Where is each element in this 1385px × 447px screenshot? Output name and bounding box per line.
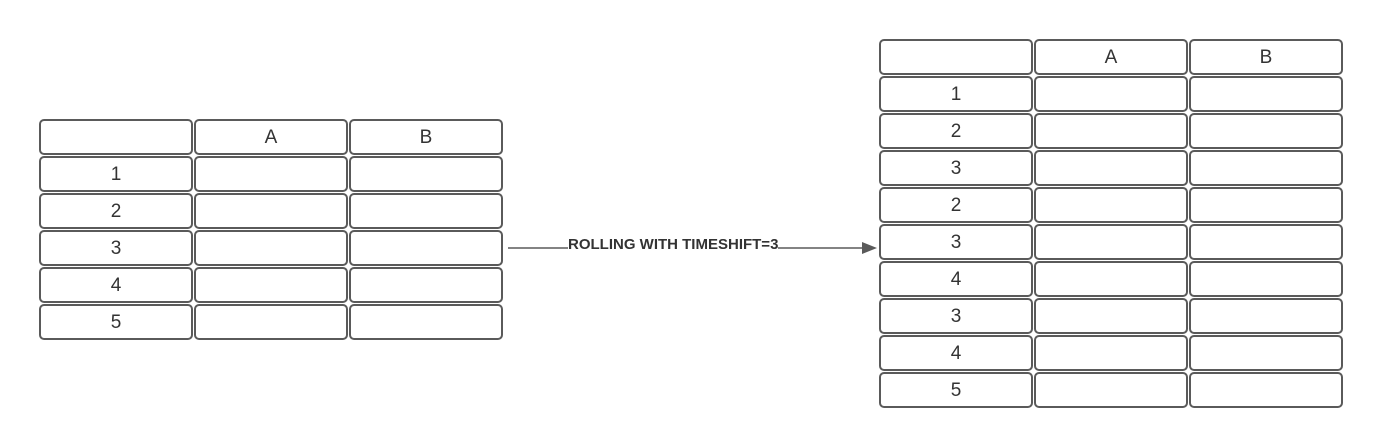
table-cell (1034, 150, 1188, 186)
row-index-cell: 3 (879, 150, 1033, 186)
row-index-cell: 4 (39, 267, 193, 303)
table-cell (349, 230, 503, 266)
table-cell (194, 193, 348, 229)
table-cell (349, 156, 503, 192)
table-cell (1034, 335, 1188, 371)
row-index-cell: 5 (879, 372, 1033, 408)
header-cell: A (194, 119, 348, 155)
table-cell (1034, 261, 1188, 297)
row-index-cell: 3 (879, 298, 1033, 334)
table-cell (1189, 224, 1343, 260)
row-index-cell: 2 (879, 187, 1033, 223)
row-index-cell: 3 (39, 230, 193, 266)
table-cell (1189, 372, 1343, 408)
table-cell (194, 267, 348, 303)
header-cell: B (1189, 39, 1343, 75)
row-index-cell: 1 (39, 156, 193, 192)
arrowhead-icon (862, 242, 877, 254)
row-index-cell: 3 (879, 224, 1033, 260)
table-cell (349, 304, 503, 340)
header-cell: B (349, 119, 503, 155)
table-cell (1034, 224, 1188, 260)
table-cell (1034, 298, 1188, 334)
table-cell (349, 193, 503, 229)
table-cell (1189, 335, 1343, 371)
row-index-cell: 5 (39, 304, 193, 340)
table-cell (1189, 150, 1343, 186)
table-cell (1189, 113, 1343, 149)
row-index-cell: 4 (879, 261, 1033, 297)
row-index-cell: 4 (879, 335, 1033, 371)
table-cell (1034, 372, 1188, 408)
table-cell (1189, 298, 1343, 334)
arrow-label: ROLLING WITH TIMESHIFT=3 (568, 236, 779, 254)
table-cell (349, 267, 503, 303)
header-cell: A (1034, 39, 1188, 75)
row-index-cell: 1 (879, 76, 1033, 112)
table-cell (1034, 113, 1188, 149)
table-cell (1034, 76, 1188, 112)
table-cell (1189, 187, 1343, 223)
table-cell (194, 230, 348, 266)
row-index-cell: 2 (879, 113, 1033, 149)
table-cell (1034, 187, 1188, 223)
table-cell (194, 156, 348, 192)
table-cell (1189, 261, 1343, 297)
table-cell (194, 304, 348, 340)
header-cell (879, 39, 1033, 75)
header-cell (39, 119, 193, 155)
table-cell (1189, 76, 1343, 112)
row-index-cell: 2 (39, 193, 193, 229)
